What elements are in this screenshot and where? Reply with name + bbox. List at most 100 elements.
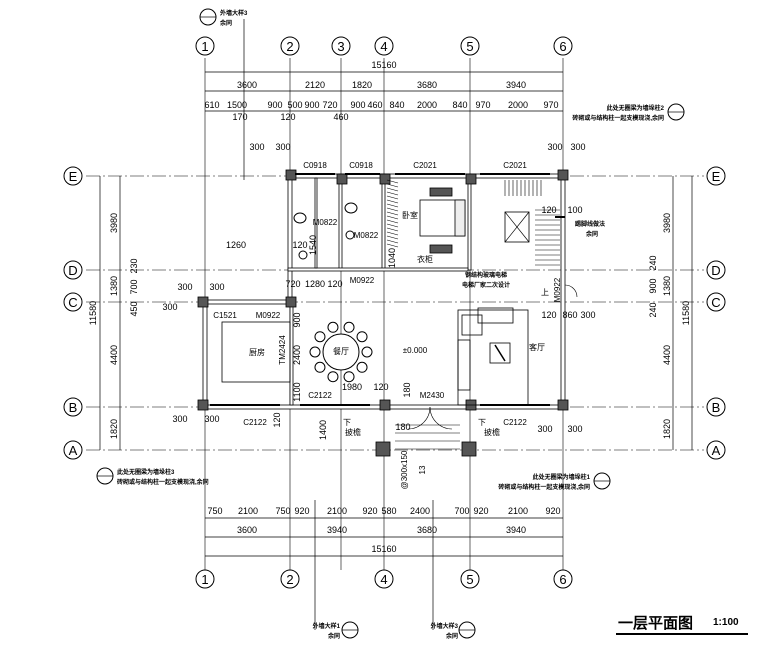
bed-headboard bbox=[454, 199, 466, 237]
dim-bottom-detail: 920 bbox=[294, 506, 309, 516]
axis-bubble bbox=[553, 569, 573, 589]
closet-hatch bbox=[386, 183, 399, 188]
axis-label-top: 6 bbox=[559, 39, 566, 54]
opening-label: M2430 bbox=[420, 391, 445, 400]
axis-label-side: E bbox=[69, 169, 78, 184]
sink-icon bbox=[345, 230, 355, 240]
chair-icon bbox=[356, 361, 368, 373]
callout-top-wall-text: 余同 bbox=[219, 19, 232, 27]
dim-bottom-bay: 3940 bbox=[327, 525, 347, 535]
callout-bottom-wall3-text: 余同 bbox=[445, 632, 458, 640]
dim-top-small: 460 bbox=[333, 112, 348, 122]
room-label-up: 上 bbox=[541, 288, 549, 297]
opening-label: M0922 bbox=[350, 276, 375, 285]
sofa-icon bbox=[457, 339, 471, 391]
opening-label: M0922 bbox=[256, 311, 281, 320]
inner-dim: 1100 bbox=[292, 382, 302, 401]
callout-right-col-top-text: 砖砌或与结构柱一起支模现浇,余同 bbox=[572, 114, 664, 122]
room-label-canopy_left: 披檐 bbox=[345, 427, 361, 437]
opening-label: C0918 bbox=[303, 161, 327, 170]
elevator-note: 钢结构玻璃电梯 bbox=[465, 271, 507, 279]
axis-bubble bbox=[706, 440, 726, 460]
structural-column bbox=[197, 399, 209, 411]
dim-top-bay: 3600 bbox=[237, 80, 257, 90]
tv-diag bbox=[494, 344, 506, 362]
axis-bubble bbox=[706, 260, 726, 280]
dim-top-detail: 2000 bbox=[417, 100, 437, 110]
axis-label-top: 1 bbox=[201, 39, 208, 54]
room-label-living: 客厅 bbox=[529, 342, 545, 352]
tv-icon bbox=[489, 342, 511, 364]
inner-dim: 180 bbox=[402, 382, 412, 397]
callout-right-col-top-text: 此处无圈梁为墙垛柱2 bbox=[607, 104, 665, 112]
wall-bedroom-east bbox=[467, 173, 472, 271]
dim-top-bay: 2120 bbox=[305, 80, 325, 90]
axis-label-side: B bbox=[69, 400, 78, 415]
dim-right-bay: 1820 bbox=[662, 419, 672, 439]
closet-hatch bbox=[386, 187, 399, 192]
axis-bubble bbox=[460, 36, 480, 56]
dim-left-detail: 700 bbox=[129, 279, 139, 294]
axis-bubble bbox=[706, 166, 726, 186]
dim-left-bay: 1380 bbox=[109, 276, 119, 296]
inner-dim: 1040 bbox=[387, 248, 397, 268]
dim-right-total: 11580 bbox=[681, 301, 691, 325]
axis-bubble bbox=[706, 292, 726, 312]
opening-label: C2122 bbox=[243, 418, 267, 427]
dim-right-bay: 1380 bbox=[662, 276, 672, 296]
callout-left-col-text: 砖砌或与结构柱一起支模现浇,余同 bbox=[117, 478, 209, 486]
callout-bottom-wall1-text: 外墙大样1 bbox=[312, 622, 341, 630]
closet-hatch bbox=[386, 219, 399, 224]
chair-icon bbox=[327, 321, 339, 333]
structural-column bbox=[285, 169, 297, 181]
drawing-scale: 1:100 bbox=[713, 617, 739, 628]
dim-top-detail: 900 bbox=[267, 100, 282, 110]
dim-bottom-detail: 920 bbox=[473, 506, 488, 516]
chair-icon bbox=[356, 331, 368, 343]
inner-dim: 300 bbox=[275, 142, 290, 152]
axis-bubble bbox=[63, 260, 83, 280]
axis-bubble bbox=[706, 397, 726, 417]
title-underline bbox=[616, 633, 748, 635]
dim-left-bay: 1820 bbox=[109, 419, 119, 439]
wall-west-kitchen bbox=[202, 299, 208, 410]
callout-right-col-bottom-text: 此处无圈梁为墙垛柱1 bbox=[533, 473, 591, 481]
closet-hatch bbox=[386, 231, 399, 236]
opening-label: M0822 bbox=[354, 231, 379, 240]
inner-dim: 180 bbox=[395, 422, 410, 432]
dim-left-bay: 3980 bbox=[109, 213, 119, 233]
closet-hatch bbox=[386, 243, 399, 248]
baseboard-note: 余同 bbox=[585, 230, 598, 238]
dim-top-detail: 500 bbox=[287, 100, 302, 110]
closet-hatch bbox=[386, 235, 399, 240]
axis-bubble bbox=[63, 397, 83, 417]
wall-partition bbox=[338, 173, 343, 271]
dim-left-detail: 450 bbox=[129, 301, 139, 316]
callout-left-col-text: 此处无圈梁为墙垛柱3 bbox=[117, 468, 175, 476]
inner-dim: 1260 bbox=[226, 240, 246, 250]
dim-top-bay: 3680 bbox=[417, 80, 437, 90]
opening-label: C2122 bbox=[308, 391, 332, 400]
chair-icon bbox=[309, 346, 321, 358]
elevation-mark: ±0.000 bbox=[403, 346, 428, 355]
opening-label: M0822 bbox=[313, 218, 338, 227]
porch-column bbox=[375, 441, 391, 457]
opening-label: TM2424 bbox=[278, 335, 287, 365]
room-label-bedroom: 卧室 bbox=[402, 210, 418, 220]
dim-bottom-total: 15160 bbox=[371, 544, 396, 554]
axis-label-side: E bbox=[712, 169, 721, 184]
nightstand-icon bbox=[429, 244, 453, 254]
axis-label-bottom: 1 bbox=[201, 572, 208, 587]
inner-dim: 120 bbox=[272, 412, 282, 427]
inner-dim: 1400 bbox=[318, 420, 328, 440]
armchair-icon bbox=[477, 307, 514, 324]
inner-dim: 860 bbox=[562, 310, 577, 320]
door-swing bbox=[407, 406, 431, 430]
chair-icon bbox=[361, 346, 373, 358]
inner-dim: 300 bbox=[162, 302, 177, 312]
axis-label-side: C bbox=[68, 295, 77, 310]
inner-dim: 120 bbox=[327, 279, 342, 289]
chair-icon bbox=[314, 331, 326, 343]
dim-left-detail: 230 bbox=[129, 258, 139, 273]
